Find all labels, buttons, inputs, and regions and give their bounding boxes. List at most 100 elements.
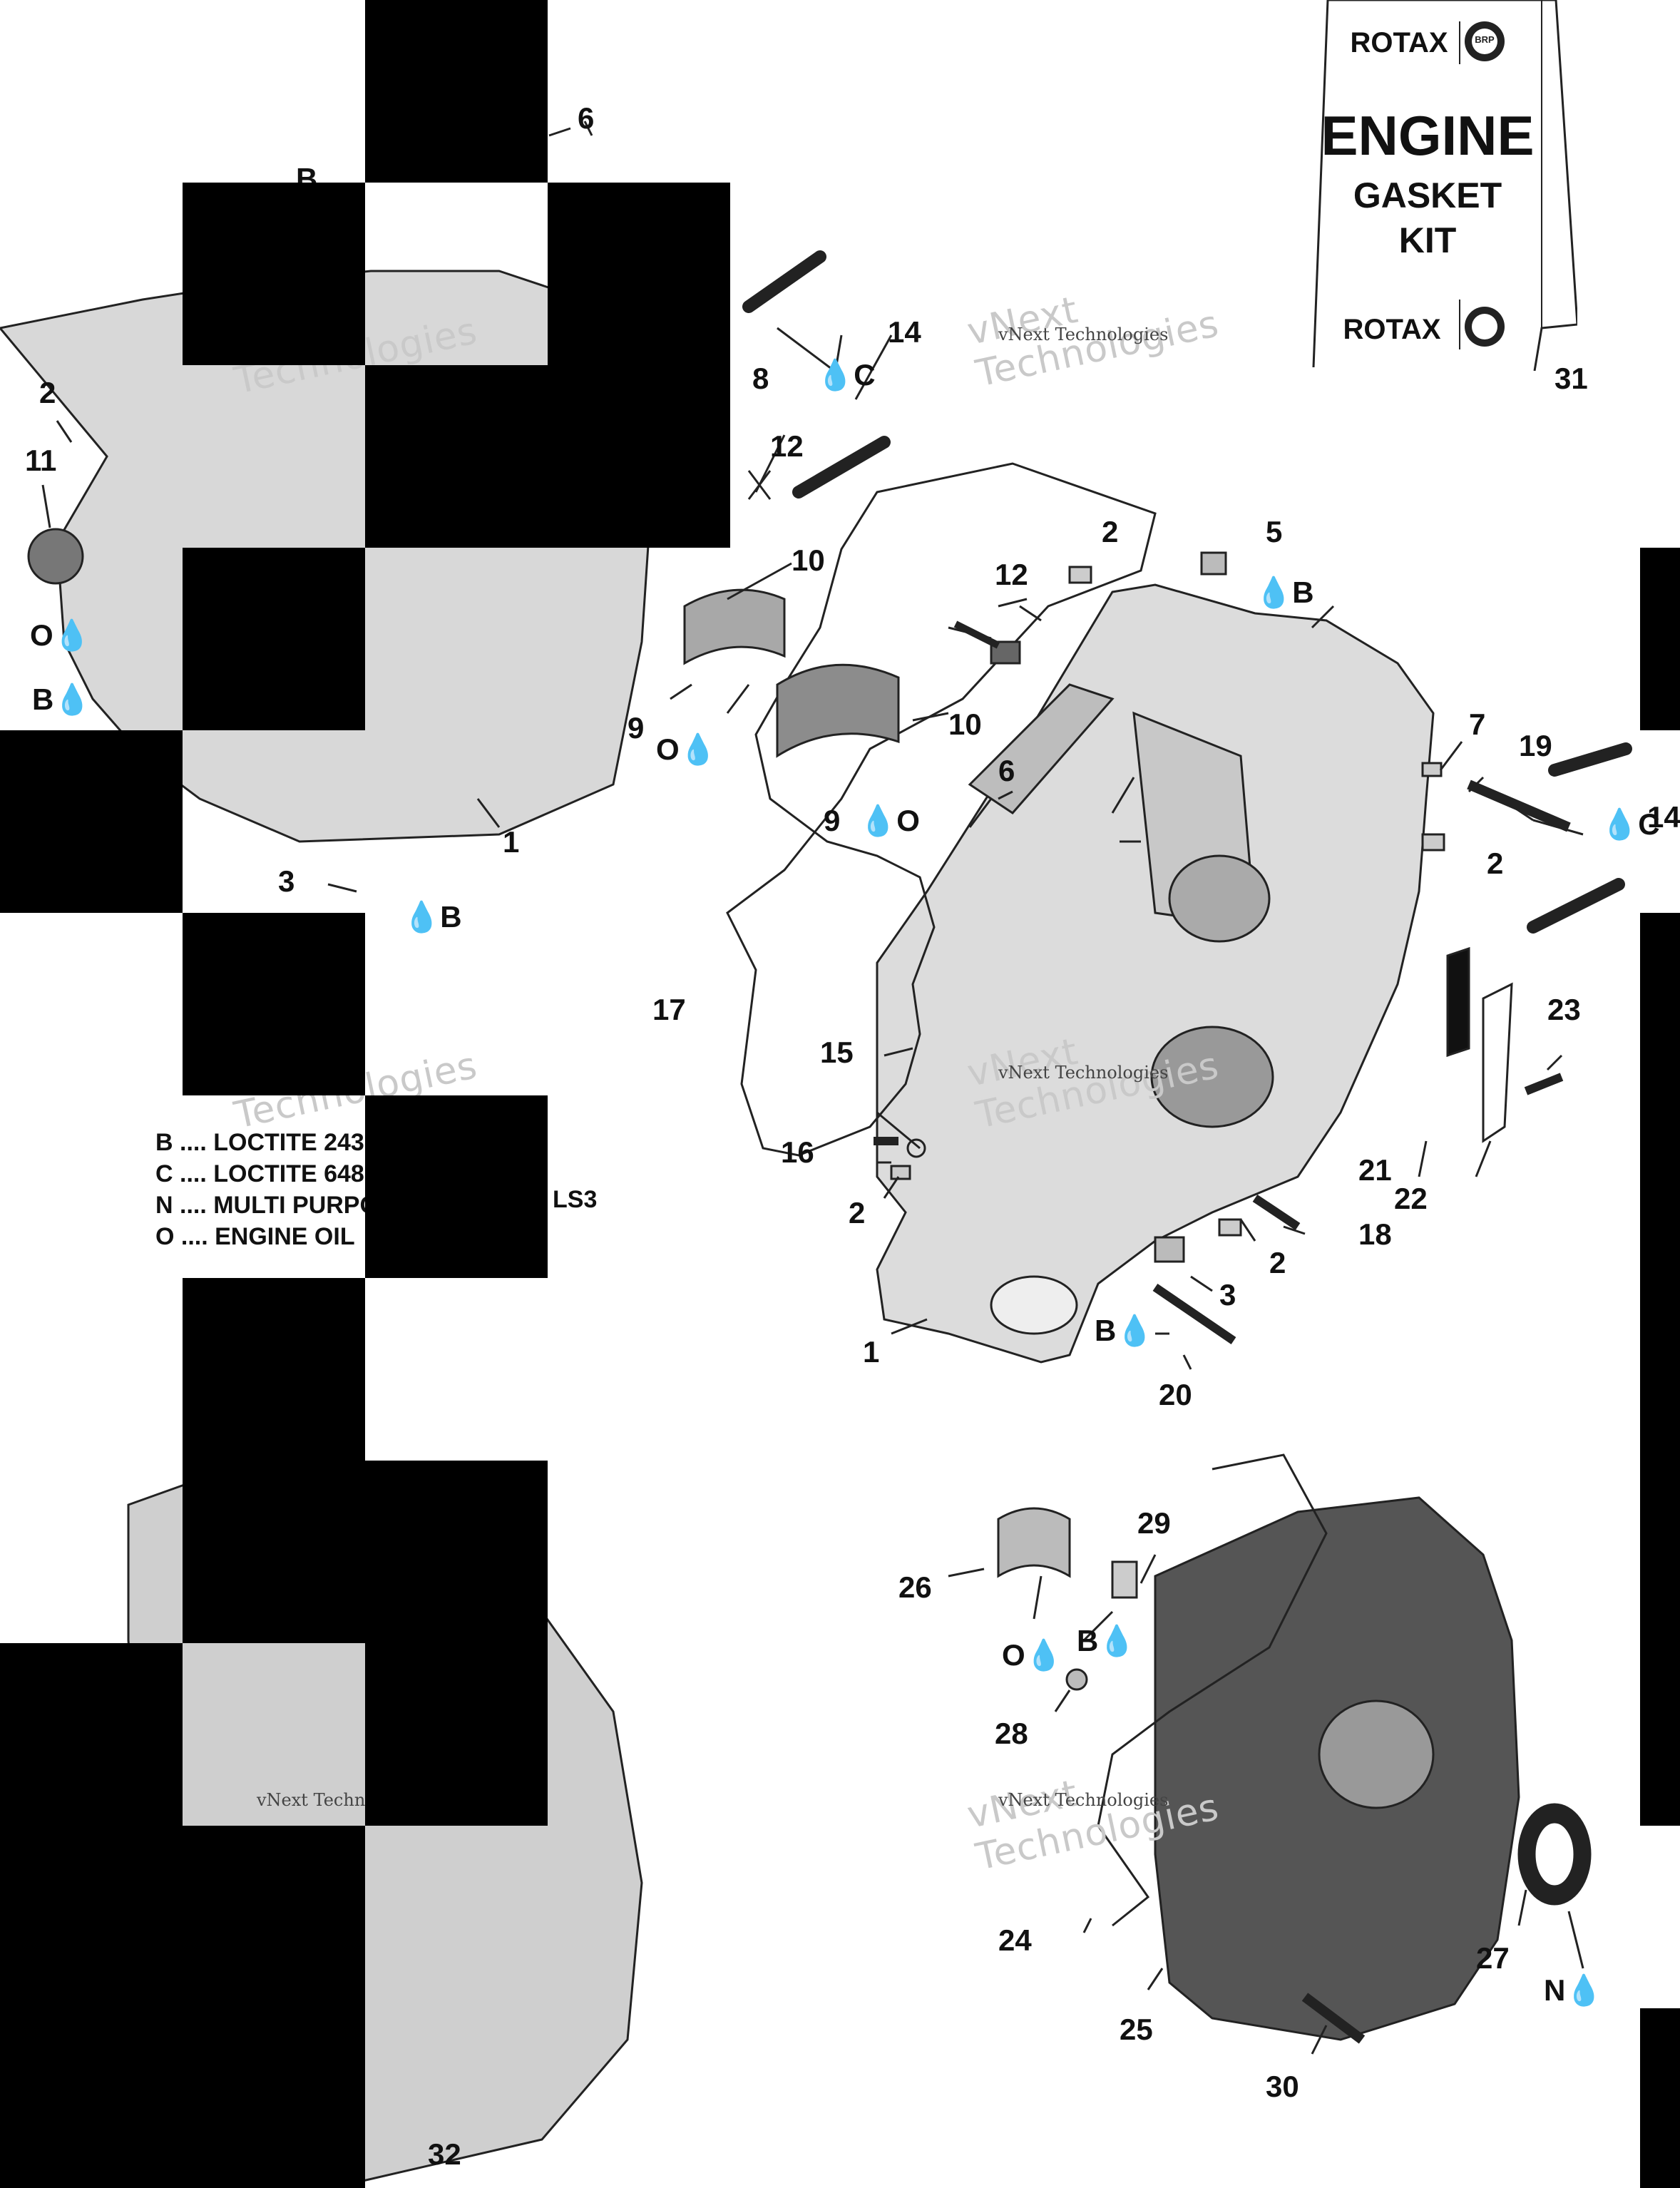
callout-10b: 10: [948, 707, 982, 741]
bearing-26: [997, 1507, 1071, 1578]
gasket-22: [1482, 982, 1513, 1143]
redaction-block: [0, 730, 183, 913]
callout-22: 22: [1394, 1182, 1428, 1215]
legend-row-n-tail: LS3: [553, 1186, 598, 1213]
label-b-5: 💧B: [1255, 578, 1314, 608]
legend-row-c: C .... LOCTITE 648: [155, 1160, 364, 1187]
label-letter: B: [1095, 1314, 1117, 1347]
callout-2b: 2: [1102, 515, 1119, 548]
redaction-block: [1640, 548, 1680, 730]
callout-25: 25: [1120, 2013, 1153, 2046]
callout-31: 31: [1554, 362, 1588, 395]
legend-row-n: N .... MULTI PURPO: [155, 1192, 379, 1219]
redaction-block: [1640, 913, 1680, 1826]
label-b-28: B💧: [1077, 1626, 1136, 1656]
callout-14b: 14: [1647, 800, 1680, 834]
redaction-block: [183, 1278, 365, 1461]
oil-drop-icon: 💧: [679, 732, 717, 766]
oil-drop-icon: 💧: [1025, 1638, 1062, 1672]
callout-21: 21: [1358, 1153, 1392, 1187]
callout-6b: 6: [998, 754, 1015, 787]
callout-32: 32: [428, 2137, 461, 2171]
callout-29: 29: [1137, 1506, 1171, 1540]
callout-11: 11: [25, 444, 57, 477]
label-o-10: 💧O: [859, 806, 920, 836]
callout-23: 23: [1547, 993, 1581, 1026]
callout-24: 24: [998, 1923, 1032, 1957]
redaction-block: [1640, 2008, 1680, 2188]
label-b-3b: B💧: [1095, 1316, 1154, 1346]
label-n-27: N💧: [1544, 1975, 1603, 2005]
redaction-block: [0, 1826, 365, 2188]
gasket-24: [1097, 1453, 1328, 1927]
drop-icon: 💧: [53, 683, 91, 716]
drop-icon: 💧: [1255, 576, 1293, 609]
gasket-kit-box: ROTAX ENGINE GASKET KIT ROTAX BRP: [1299, 0, 1577, 371]
kit-logo-badge: BRP: [1475, 34, 1495, 45]
callout-20: 20: [1159, 1378, 1192, 1411]
callout-9a: 9: [628, 711, 645, 745]
legend-row-o: O .... ENGINE OIL: [155, 1223, 355, 1250]
redaction-block: [365, 1643, 548, 1826]
callout-5: 5: [1266, 515, 1283, 548]
callout-12a: 12: [770, 429, 804, 463]
label-letter: B: [1292, 576, 1314, 609]
redaction-block: [365, 1095, 548, 1278]
bearing-10b: [776, 663, 900, 758]
redaction-block: [183, 1461, 548, 1643]
callout-10a: 10: [792, 543, 825, 577]
label-letter: O: [896, 804, 920, 837]
callout-15: 15: [820, 1036, 854, 1069]
callout-27: 27: [1476, 1941, 1510, 1975]
drop-icon: 💧: [1116, 1314, 1154, 1347]
label-b-left: B💧: [32, 685, 91, 715]
gasket-21: [1446, 946, 1470, 1058]
redaction-block: [183, 183, 365, 365]
label-o-9: O💧: [656, 735, 717, 765]
label-letter: B: [32, 683, 54, 716]
callout-3a: 3: [278, 864, 295, 898]
label-letter: O: [656, 732, 680, 766]
callout-1b: 1: [863, 1335, 880, 1369]
drop-icon: 💧: [1565, 1973, 1603, 2007]
watermark-caption-2: vNext Technologies: [998, 1063, 1169, 1083]
label-c-14a: 💧C: [816, 360, 876, 390]
callout-9b: 9: [824, 804, 841, 837]
redaction-block: [365, 0, 548, 183]
callout-3b: 3: [1219, 1278, 1236, 1312]
callout-16: 16: [781, 1135, 814, 1169]
callout-17: 17: [652, 993, 686, 1026]
gasket-17: [726, 462, 1157, 1157]
label-letter: C: [854, 358, 876, 392]
watermark-caption-1: vNext Technologies: [998, 324, 1169, 344]
kit-title: ENGINE: [1321, 104, 1535, 167]
kit-subtitle-1: GASKET: [1353, 175, 1502, 215]
label-letter: N: [1544, 1973, 1566, 2007]
drop-icon: 💧: [403, 900, 441, 934]
callout-1a: 1: [503, 825, 520, 859]
drop-icon: 💧: [816, 358, 854, 392]
label-letter: C: [1638, 807, 1660, 841]
kit-subtitle-2: KIT: [1398, 220, 1457, 260]
redaction-block: [548, 183, 730, 365]
label-o-11: O💧: [30, 620, 91, 650]
legend: B .... LOCTITE 243 C .... LOCTITE 648 N …: [155, 1127, 379, 1252]
callout-28: 28: [995, 1717, 1028, 1750]
callout-14a: 14: [888, 315, 921, 349]
oil-drop-icon: 💧: [859, 804, 897, 837]
callout-18: 18: [1358, 1217, 1392, 1251]
callout-2c: 2: [1487, 847, 1504, 880]
callout-2d: 2: [849, 1196, 866, 1230]
callout-12b: 12: [995, 558, 1028, 591]
drop-icon: 💧: [1098, 1624, 1136, 1657]
label-o-26: O💧: [1002, 1640, 1062, 1670]
redaction-block: [183, 913, 365, 1095]
callout-8: 8: [752, 362, 769, 395]
callout-6a: 6: [578, 101, 595, 135]
callout-2a: 2: [39, 376, 56, 409]
kit-brand-top: ROTAX: [1350, 27, 1448, 58]
watermark-caption-3: vNext Technologies: [998, 1790, 1169, 1810]
oil-drop-icon: 💧: [53, 618, 91, 652]
callout-19: 19: [1519, 729, 1552, 762]
